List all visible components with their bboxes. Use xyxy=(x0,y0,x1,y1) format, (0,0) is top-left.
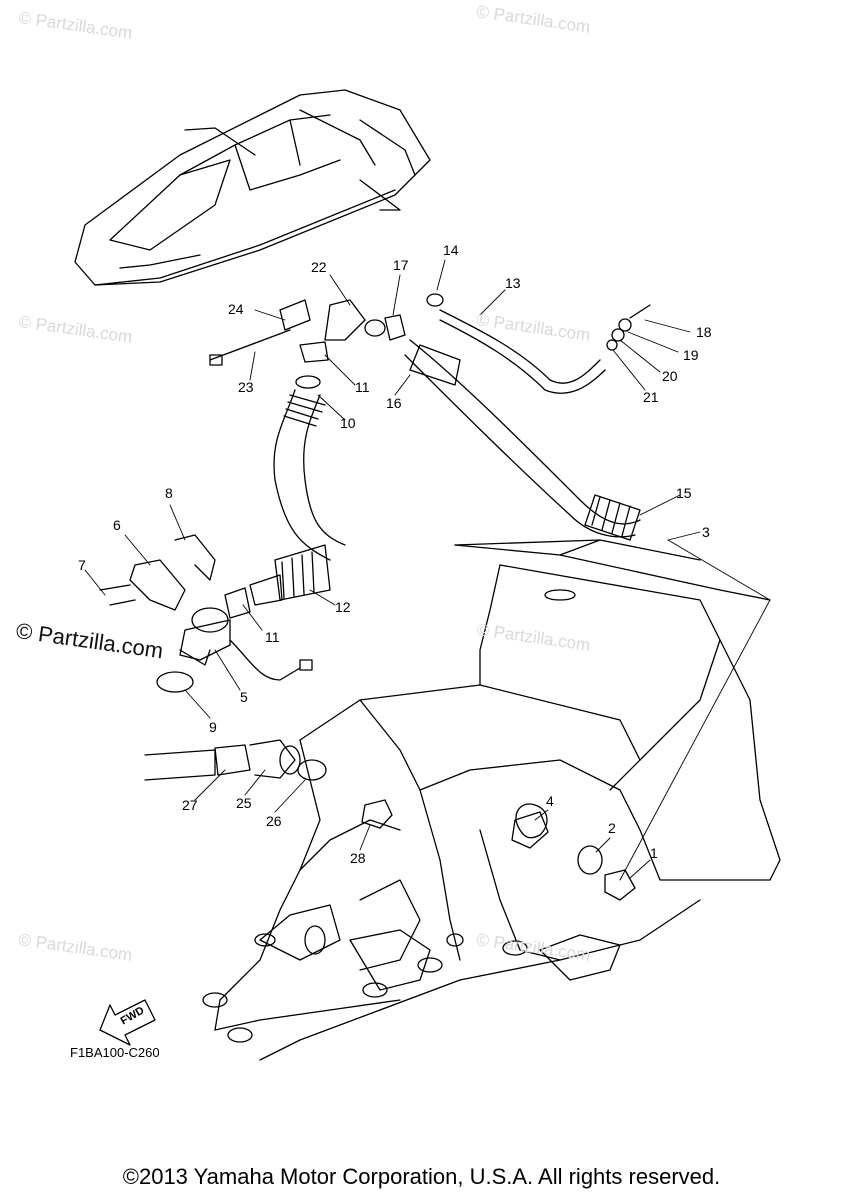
callout-15: 15 xyxy=(676,485,692,501)
callout-26: 26 xyxy=(266,813,282,829)
bracket xyxy=(99,534,216,611)
callout-3: 3 xyxy=(702,524,710,540)
callout-24: 24 xyxy=(228,301,244,317)
callout-4: 4 xyxy=(546,793,554,809)
callout-27: 27 xyxy=(182,797,198,813)
callout-12: 12 xyxy=(335,599,351,615)
callout-18: 18 xyxy=(696,324,712,340)
callout-10: 10 xyxy=(340,415,356,431)
leader-lines xyxy=(84,259,771,881)
hose-16 xyxy=(404,339,641,541)
callout-19: 19 xyxy=(683,347,699,363)
callout-22: 22 xyxy=(311,259,327,275)
lower-fittings xyxy=(144,739,636,901)
callout-20: 20 xyxy=(662,368,678,384)
hose-13 xyxy=(439,309,606,394)
copyright-notice: ©2013 Yamaha Motor Corporation, U.S.A. A… xyxy=(122,1164,721,1189)
callout-28: 28 xyxy=(350,850,366,866)
callout-13: 13 xyxy=(505,275,521,291)
callout-9: 9 xyxy=(209,719,217,735)
callout-1: 1 xyxy=(650,845,658,861)
callout-23: 23 xyxy=(238,379,254,395)
callout-17: 17 xyxy=(393,257,409,273)
watercraft-illustration xyxy=(74,89,431,286)
fwd-arrow xyxy=(99,999,156,1046)
callout-11b: 11 xyxy=(265,629,280,645)
callout-7: 7 xyxy=(78,557,86,573)
callout-2: 2 xyxy=(608,820,616,836)
hose-10 xyxy=(273,375,346,561)
figure-code: F1BA100-C260 xyxy=(70,1045,160,1060)
callout-25: 25 xyxy=(236,795,252,811)
callout-5: 5 xyxy=(240,689,248,705)
bilge-pump xyxy=(156,607,313,693)
callout-6: 6 xyxy=(113,517,121,533)
callout-14: 14 xyxy=(443,242,459,258)
callout-21: 21 xyxy=(643,389,659,405)
callout-16: 16 xyxy=(386,395,402,411)
hose-12 xyxy=(249,544,331,606)
fittings xyxy=(209,293,651,619)
hull-structure xyxy=(202,539,781,1061)
callout-8: 8 xyxy=(165,485,173,501)
callout-11: 11 xyxy=(355,379,370,395)
